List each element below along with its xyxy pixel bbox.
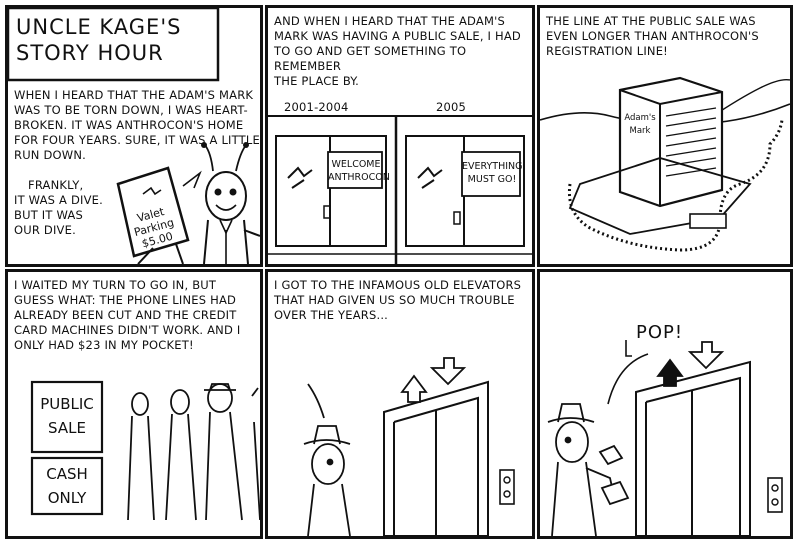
panel-4: I WAITED MY TURN TO GO IN, BUT GUESS WHA… <box>5 269 263 539</box>
panel-1-art <box>8 8 260 264</box>
waiting-people-icon <box>127 383 260 521</box>
panel-2-art <box>268 115 532 264</box>
panel-4-art <box>30 380 260 521</box>
pop-sound-effect: POP! <box>636 322 684 343</box>
building-sign: Adam's Mark <box>624 113 656 136</box>
story-hour-title: UNCLE KAGE'S STORY HOUR <box>16 15 182 65</box>
down-arrow-icon <box>429 357 467 386</box>
panel-6: POP! <box>537 269 793 539</box>
adams-mark-building-icon <box>568 76 752 235</box>
panel-2: AND WHEN I HEARD THAT THE ADAM'S MARK WA… <box>265 5 535 267</box>
valet-sign-icon <box>116 166 190 264</box>
panel-5-art <box>303 357 515 536</box>
year-label-left: 2001-2004 <box>284 100 349 114</box>
up-arrow-icon <box>400 374 428 403</box>
panel-1-speech-bubble: FRANKLY, IT WAS A DIVE. BUT IT WAS OUR D… <box>14 178 103 237</box>
public-sale-sign: PUBLIC SALE <box>40 395 94 437</box>
fedora-character-icon <box>547 403 630 536</box>
panel-1: UNCLE KAGE'S STORY HOUR WHEN I HEARD THA… <box>5 5 263 267</box>
fedora-character-icon <box>303 383 351 536</box>
panel-5: I GOT TO THE INFAMOUS OLD ELEVATORS THAT… <box>265 269 535 539</box>
panel-5-caption: I GOT TO THE INFAMOUS OLD ELEVATORS THAT… <box>274 278 522 322</box>
panel-2-caption: AND WHEN I HEARD THAT THE ADAM'S MARK WA… <box>274 14 521 88</box>
panel-3: THE LINE AT THE PUBLIC SALE WAS EVEN LON… <box>537 5 793 267</box>
up-arrow-icon <box>656 358 684 387</box>
panel-6-art <box>547 340 783 536</box>
everything-must-go-sign: EVERYTHING MUST GO! <box>462 161 523 185</box>
uncle-kage-character-icon <box>201 142 260 264</box>
panel-3-caption: THE LINE AT THE PUBLIC SALE WAS EVEN LON… <box>546 14 759 58</box>
panel-4-caption: I WAITED MY TURN TO GO IN, BUT GUESS WHA… <box>14 278 241 352</box>
cash-only-sign: CASH ONLY <box>46 465 88 507</box>
down-arrow-icon <box>687 341 725 370</box>
welcome-anthrocon-sign: WELCOME ANTHROCON <box>328 159 390 183</box>
panel-1-caption: WHEN I HEARD THAT THE ADAM'S MARK WAS TO… <box>14 88 260 162</box>
year-label-right: 2005 <box>436 100 467 114</box>
panel-3-art <box>540 76 790 252</box>
